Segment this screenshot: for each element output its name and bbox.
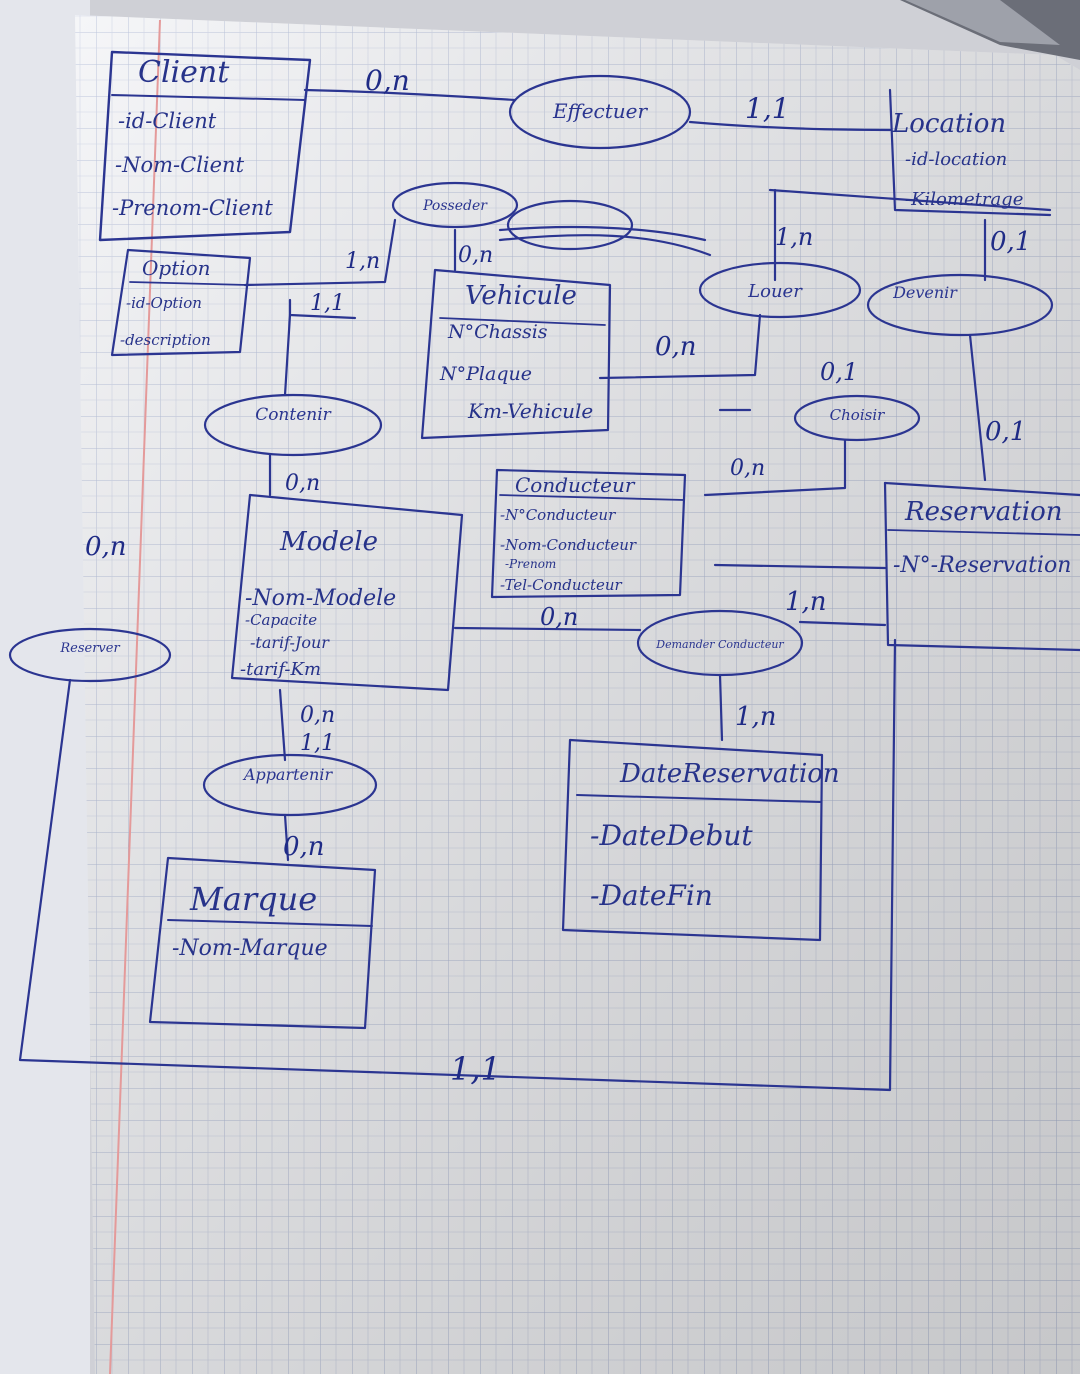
client-attr-prenom: -Prenom-Client xyxy=(112,196,273,220)
card-modele-appartenir-b: 1,1 xyxy=(300,731,335,756)
card-conducteur-demander: 0,n xyxy=(540,603,578,631)
location-title: Location xyxy=(891,109,1006,139)
option-attr-id: -id-Option xyxy=(126,294,202,312)
card-date-demander: 1,n xyxy=(735,702,777,732)
relation-contenir: Contenir xyxy=(203,393,383,457)
card-vehicule-louer: 0,n xyxy=(655,332,697,362)
client-title: Client xyxy=(138,55,230,90)
modele-attr-nom: -Nom-Modele xyxy=(245,586,396,611)
marque-attr-nom: -Nom-Marque xyxy=(172,936,328,961)
card-reserver-reservation: 1,1 xyxy=(450,1050,501,1088)
entity-date-reservation: DateReservation -DateDebut -DateFin xyxy=(561,738,840,942)
marque-title: Marque xyxy=(189,880,317,918)
card-option-posseder: 1,n xyxy=(345,249,380,274)
reservation-attr-num: -N°-Reservation xyxy=(893,553,1071,578)
vehicule-title: Vehicule xyxy=(465,281,577,311)
vehicule-attr-chassis: N°Chassis xyxy=(447,321,548,343)
entity-client: Client -id-Client -Nom-Client -Prenom-Cl… xyxy=(98,50,312,242)
card-option-contenir: 1,1 xyxy=(310,291,345,316)
relation-contenir-label: Contenir xyxy=(255,405,331,425)
location-attr-km: -Kilometrage xyxy=(905,189,1023,210)
relation-demander-conducteur: Demander Conducteur xyxy=(636,609,804,677)
conducteur-attr-nom: -Nom-Conducteur xyxy=(500,536,637,554)
date-reservation-title: DateReservation xyxy=(619,759,840,789)
card-devenir-reservation: 0,1 xyxy=(985,417,1026,447)
card-client-reserver: 0,n xyxy=(85,532,127,562)
conducteur-attr-num: -N°Conducteur xyxy=(500,506,616,524)
relation-posseder-label: Posseder xyxy=(422,198,488,214)
modele-title: Modele xyxy=(279,527,378,557)
relation-effectuer-label: Effectuer xyxy=(552,99,649,123)
reservation-title: Reservation xyxy=(904,497,1062,527)
entity-vehicule: Vehicule N°Chassis N°Plaque Km-Vehicule xyxy=(420,268,612,440)
relation-reserver: Reserver xyxy=(8,627,172,683)
date-reservation-attr-fin: -DateFin xyxy=(590,879,713,912)
relation-choisir-label: Choisir xyxy=(830,406,885,424)
card-modele-appartenir-a: 0,n xyxy=(300,703,335,728)
relation-blank xyxy=(506,199,634,251)
modele-attr-tarif-km: -tarif-Km xyxy=(240,659,321,680)
margin-line xyxy=(109,19,161,1374)
relation-choisir: Choisir xyxy=(793,394,921,442)
conducteur-title: Conducteur xyxy=(515,473,636,497)
card-vehicule-choisir: 0,1 xyxy=(820,358,858,386)
entity-marque: Marque -Nom-Marque xyxy=(148,856,377,1030)
relation-posseder: Posseder xyxy=(391,181,519,229)
card-client-effectuer: 0,n xyxy=(365,64,410,97)
relation-devenir-label: Devenir xyxy=(892,283,958,302)
date-reservation-attr-debut: -DateDebut xyxy=(590,819,753,852)
entity-conducteur: Conducteur -N°Conducteur -Nom-Conducteur… xyxy=(490,468,687,599)
cardinalities: 0,n 1,1 1,n 0,1 1,n 0,n 1,1 0,n 0,1 0,n … xyxy=(85,64,1031,1088)
card-location-devenir: 0,1 xyxy=(990,227,1031,257)
card-conducteur-choisir: 0,n xyxy=(730,456,765,481)
conducteur-attr-prenom: -Prenom xyxy=(505,557,556,571)
left-page xyxy=(0,0,90,1374)
client-attr-id: -id-Client xyxy=(118,109,217,133)
relation-effectuer: Effectuer xyxy=(508,74,692,150)
modele-attr-tarif-jour: -tarif-Jour xyxy=(250,633,330,652)
client-attr-nom: -Nom-Client xyxy=(115,153,245,177)
vehicule-attr-plaque: N°Plaque xyxy=(439,363,532,385)
connector-lines xyxy=(18,88,1052,1092)
option-attr-desc: -description xyxy=(120,331,211,349)
option-title: Option xyxy=(142,256,211,280)
card-modele-contenir: 0,n xyxy=(285,471,320,496)
card-location-louer: 1,n xyxy=(775,223,813,251)
conducteur-attr-tel: -Tel-Conducteur xyxy=(500,576,623,594)
card-marque-appartenir: 0,n xyxy=(283,832,325,862)
entity-reservation: Reservation -N°-Reservation xyxy=(883,481,1080,652)
location-attr-id: -id-location xyxy=(905,149,1007,170)
entity-option: Option -id-Option -description xyxy=(110,248,252,357)
card-reservation-demander: 1,n xyxy=(785,587,827,617)
relation-appartenir-label: Appartenir xyxy=(242,765,334,784)
relation-louer: Louer xyxy=(698,261,862,319)
relation-devenir: Devenir xyxy=(866,273,1054,337)
relation-demander-label: Demander Conducteur xyxy=(655,638,784,651)
entity-location: Location -id-location -Kilometrage xyxy=(888,88,1052,217)
card-effectuer-location: 1,1 xyxy=(745,92,790,125)
vehicule-attr-km: Km-Vehicule xyxy=(467,399,593,423)
relation-louer-label: Louer xyxy=(747,281,803,302)
modele-attr-capacite: -Capacite xyxy=(245,611,317,629)
relation-appartenir: Appartenir xyxy=(202,753,378,817)
card-vehicule-posseder: 0,n xyxy=(458,243,493,268)
relation-reserver-label: Reserver xyxy=(59,641,120,656)
entity-modele: Modele -Nom-Modele -Capacite -tarif-Jour… xyxy=(230,493,464,692)
